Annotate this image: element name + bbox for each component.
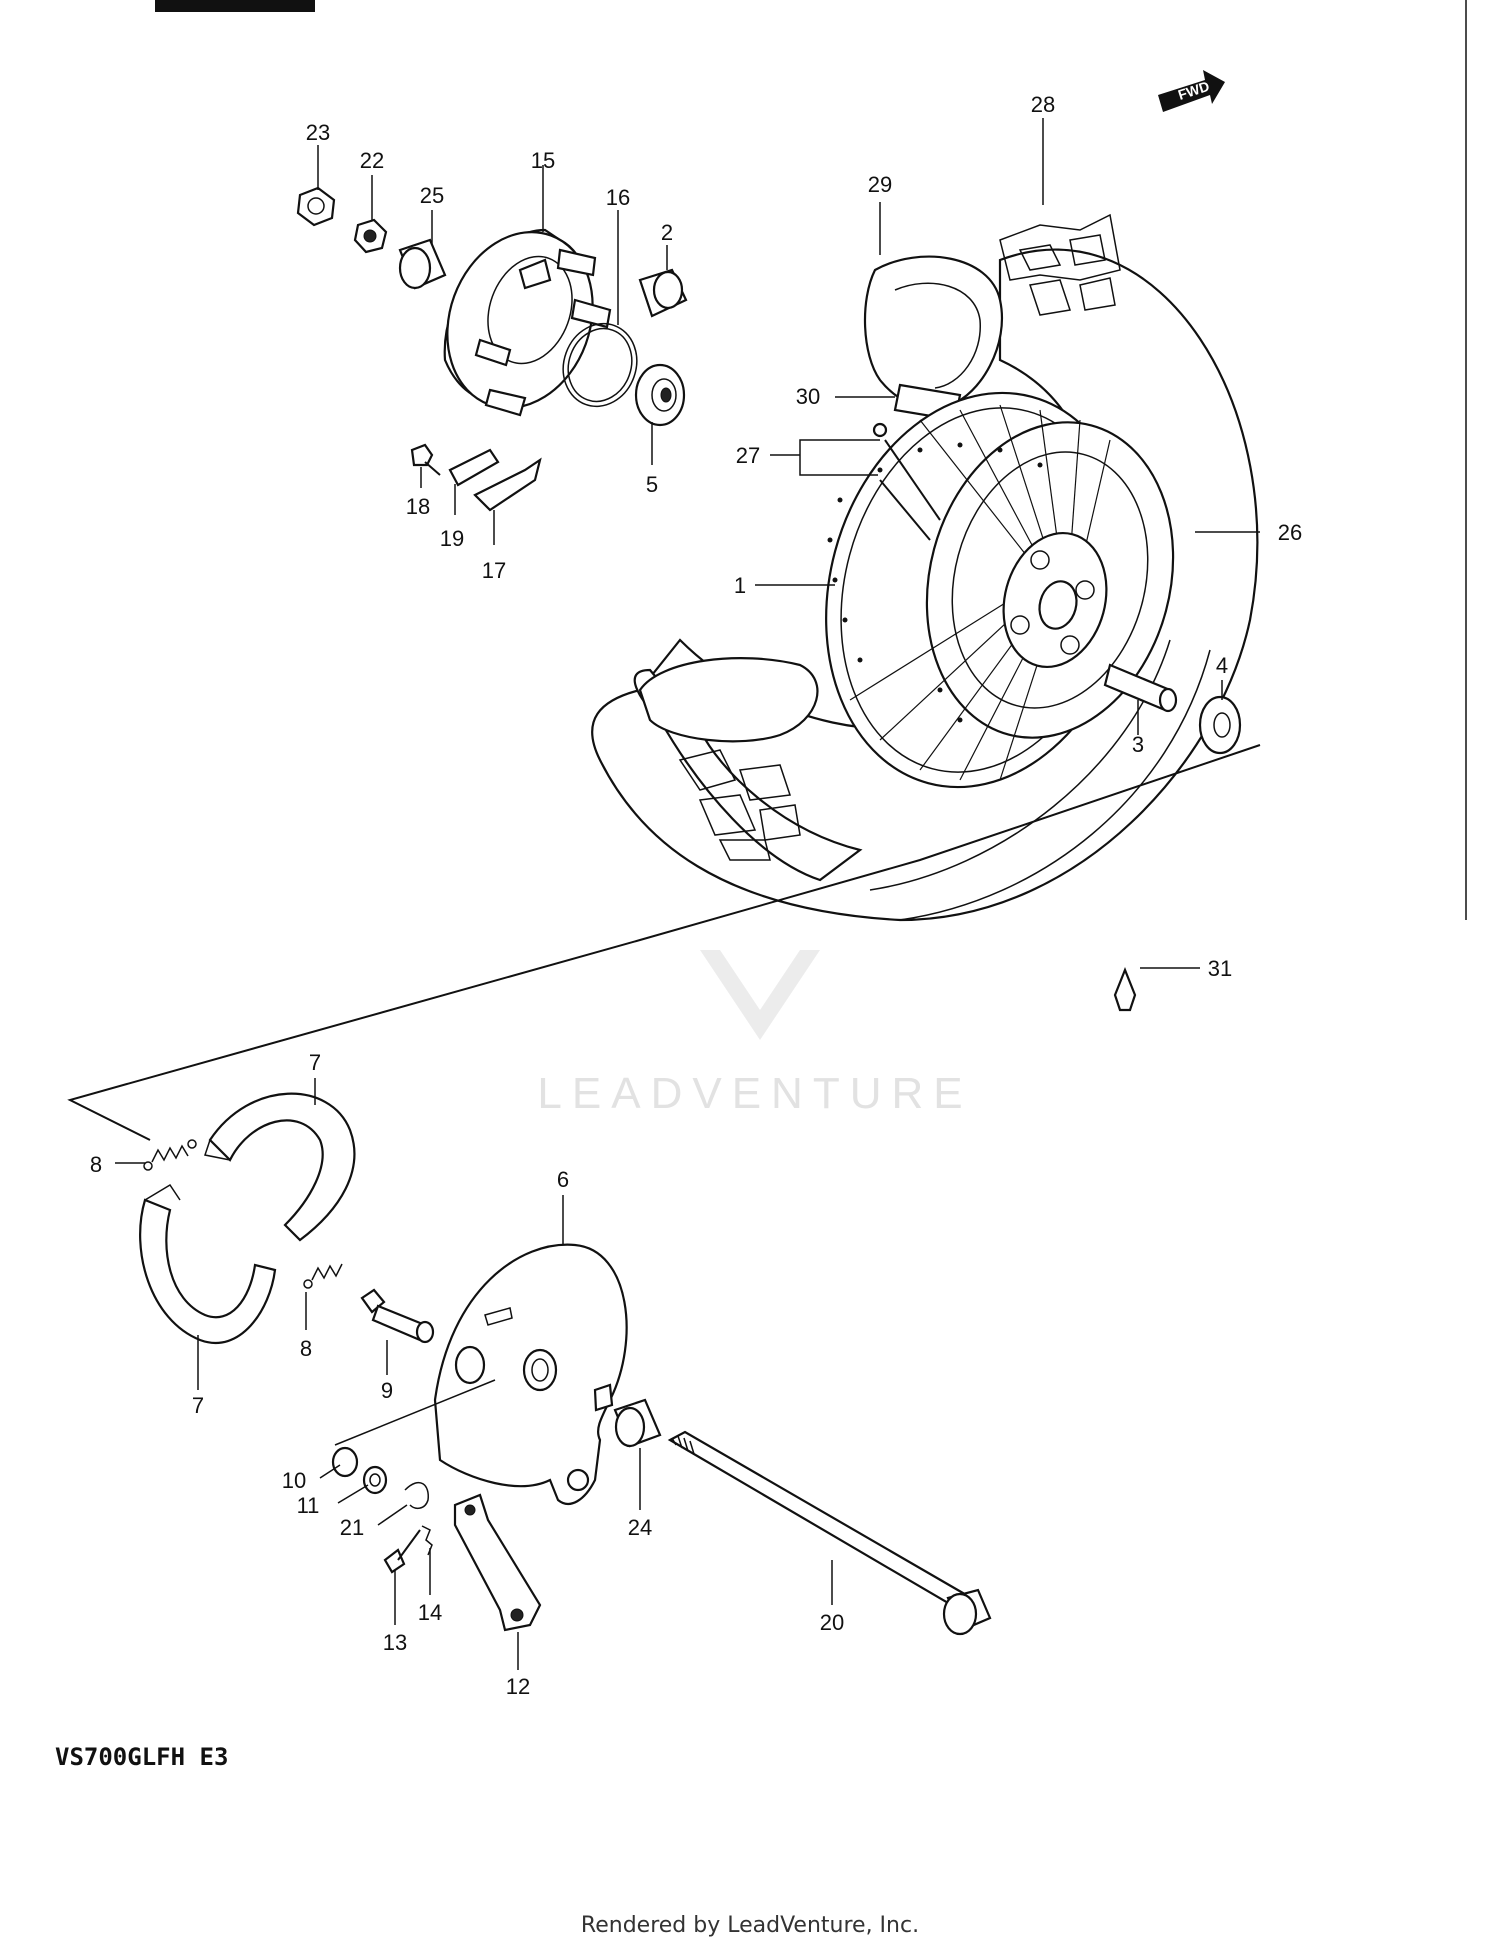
seal-11 bbox=[362, 1465, 388, 1495]
callout-1: 1 bbox=[734, 573, 746, 598]
clip-21 bbox=[404, 1481, 429, 1510]
damper-17 bbox=[473, 457, 542, 512]
brake-shoe-7-lower bbox=[139, 1183, 277, 1344]
model-code: VS700GLFH E3 bbox=[55, 1743, 228, 1771]
callout-7-upper: 7 bbox=[309, 1050, 321, 1075]
bolt-18 bbox=[410, 443, 441, 476]
bearing-5 bbox=[634, 363, 686, 427]
callout-27: 27 bbox=[736, 443, 760, 468]
watermark: LEADVENTURE bbox=[537, 950, 972, 1118]
hub-drum-15 bbox=[443, 228, 612, 417]
washer-10 bbox=[331, 1446, 359, 1478]
callout-20: 20 bbox=[820, 1610, 844, 1635]
callout-19: 19 bbox=[440, 526, 464, 551]
o-ring-16 bbox=[562, 322, 638, 408]
callout-5: 5 bbox=[646, 472, 658, 497]
watermark-text: LEADVENTURE bbox=[537, 1069, 972, 1118]
callout-8-right: 8 bbox=[300, 1336, 312, 1361]
bolt-13 bbox=[383, 1529, 421, 1574]
render-footer: Rendered by LeadVenture, Inc. bbox=[581, 1913, 919, 1938]
assembly-separator-line bbox=[67, 744, 1261, 1141]
callout-leaders bbox=[115, 118, 1260, 1670]
tire-cutaway-front bbox=[633, 657, 863, 882]
spacer-25 bbox=[398, 238, 447, 290]
cam-9 bbox=[360, 1288, 435, 1344]
callout-23: 23 bbox=[306, 120, 330, 145]
callout-8-left: 8 bbox=[90, 1152, 102, 1177]
callout-6: 6 bbox=[557, 1167, 569, 1192]
callout-3: 3 bbox=[1132, 732, 1144, 757]
callout-12: 12 bbox=[506, 1674, 530, 1699]
callout-9: 9 bbox=[381, 1378, 393, 1403]
panel-guide-line bbox=[334, 1379, 496, 1446]
callout-30: 30 bbox=[796, 384, 820, 409]
callout-28: 28 bbox=[1031, 92, 1055, 117]
callout-22: 22 bbox=[360, 148, 384, 173]
inner-tube-29 bbox=[863, 255, 1003, 409]
spoke-nipple-27 bbox=[872, 422, 941, 541]
callout-24: 24 bbox=[628, 1515, 652, 1540]
callout-7-lower: 7 bbox=[192, 1393, 204, 1418]
rim-1 bbox=[825, 391, 1175, 789]
callout-2: 2 bbox=[661, 220, 673, 245]
callout-4: 4 bbox=[1216, 653, 1228, 678]
callout-17: 17 bbox=[482, 558, 506, 583]
callout-18: 18 bbox=[406, 494, 430, 519]
callout-16: 16 bbox=[606, 185, 630, 210]
callout-25: 25 bbox=[420, 183, 444, 208]
callout-labels: 23 22 25 15 16 2 5 18 19 17 28 29 30 27 … bbox=[90, 92, 1302, 1699]
spacer-24 bbox=[613, 1398, 662, 1448]
bushing-2 bbox=[638, 268, 688, 318]
brake-panel-6 bbox=[433, 1243, 628, 1505]
callout-11: 11 bbox=[297, 1493, 320, 1518]
cam-lever-12 bbox=[453, 1493, 542, 1632]
fwd-arrow: FWD bbox=[1158, 70, 1225, 112]
valve-cap-31 bbox=[1113, 967, 1137, 1012]
callout-15: 15 bbox=[531, 148, 555, 173]
axle-20 bbox=[667, 1430, 992, 1636]
spacer-3 bbox=[1103, 663, 1178, 713]
lock-washer-19 bbox=[448, 448, 500, 487]
nut-23 bbox=[296, 186, 336, 227]
callout-10: 10 bbox=[282, 1468, 306, 1493]
bearing-4 bbox=[1198, 695, 1242, 755]
callout-13: 13 bbox=[383, 1630, 407, 1655]
header-fragment bbox=[155, 0, 315, 12]
spring-8-lower bbox=[303, 1263, 343, 1289]
callout-21: 21 bbox=[340, 1515, 364, 1540]
callout-31: 31 bbox=[1208, 956, 1232, 981]
callout-26: 26 bbox=[1278, 520, 1302, 545]
brake-shoe-7-upper bbox=[204, 1092, 356, 1242]
callout-14: 14 bbox=[418, 1600, 442, 1625]
nut-22 bbox=[353, 218, 388, 254]
callout-29: 29 bbox=[868, 172, 892, 197]
spring-8-upper bbox=[143, 1139, 197, 1171]
